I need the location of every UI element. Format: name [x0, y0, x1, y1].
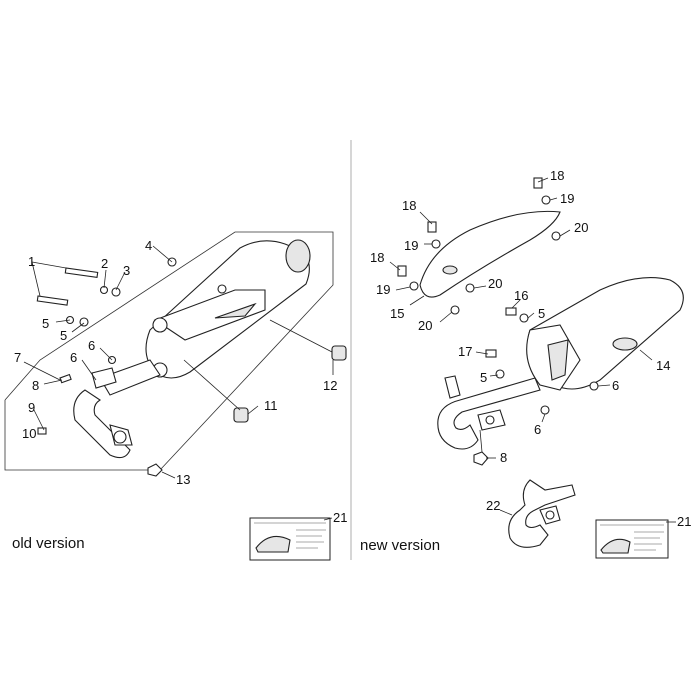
new-label-sticker [595, 519, 676, 559]
new-leaders [389, 177, 653, 516]
old-bolts [36, 257, 177, 435]
new-callout-19a: 19 [560, 191, 574, 206]
new-callout-16: 16 [514, 288, 528, 303]
new-callout-14: 14 [656, 358, 670, 373]
new-callout-20a: 20 [574, 220, 588, 235]
new-version-caption: new version [360, 537, 440, 554]
old-callout-21: 21 [333, 510, 347, 525]
new-callout-17: 17 [458, 344, 472, 359]
old-muffler [145, 239, 311, 379]
old-callout-7: 11 [264, 398, 278, 413]
old-callout-5a: 3 [123, 263, 130, 278]
new-pipe-22 [508, 479, 576, 548]
old-callout-1: 7 [14, 350, 21, 365]
new-hardware [397, 177, 599, 466]
old-callout-4: 1 [28, 254, 35, 269]
new-callout-8: 8 [500, 450, 507, 465]
new-version-group: 5 5 6 6 8 14 15 16 17 18 18 18 19 19 19 … [360, 168, 691, 559]
new-callout-6a: 6 [612, 378, 619, 393]
old-callout-13: 6 [70, 350, 77, 365]
new-callout-5a: 5 [538, 306, 545, 321]
old-callout-8: 13 [176, 472, 190, 487]
old-leaders [23, 245, 334, 479]
new-callout-19b: 19 [404, 238, 418, 253]
old-callout-10: 6 [88, 338, 95, 353]
old-callout-6a: 2 [101, 256, 108, 271]
old-callout-3: 9 [28, 400, 35, 415]
old-callout-9: 8 [32, 378, 39, 393]
old-spacers [147, 345, 347, 477]
new-callout-5b: 5 [480, 370, 487, 385]
old-version-caption: old version [12, 535, 85, 552]
old-callout-6b: 5 [42, 316, 49, 331]
new-callout-20b: 20 [488, 276, 502, 291]
new-callout-19c: 19 [376, 282, 390, 297]
new-callout-6b: 6 [534, 422, 541, 437]
new-callout-20c: 20 [418, 318, 432, 333]
new-callout-18c: 18 [370, 250, 384, 265]
new-muffler [526, 277, 684, 391]
old-header-pipe [73, 359, 161, 459]
new-callout-18a: 18 [550, 168, 564, 183]
old-callout-5b: 5 [60, 328, 67, 343]
old-callout-12: 12 [323, 378, 337, 393]
old-label-sticker [249, 517, 333, 561]
old-version-group: 1 2 3 4 5 5 6 6 7 8 9 10 11 12 13 21 old… [4, 231, 347, 561]
new-callout-18b: 18 [402, 198, 416, 213]
new-header-pipe [437, 375, 541, 450]
old-callout-11: 4 [145, 238, 152, 253]
old-callout-2: 10 [22, 426, 36, 441]
old-frame-outline [4, 231, 334, 471]
new-callout-21: 21 [677, 514, 691, 529]
new-callout-15: 15 [390, 306, 404, 321]
new-heat-shield [419, 210, 561, 298]
new-callout-22: 22 [486, 498, 500, 513]
